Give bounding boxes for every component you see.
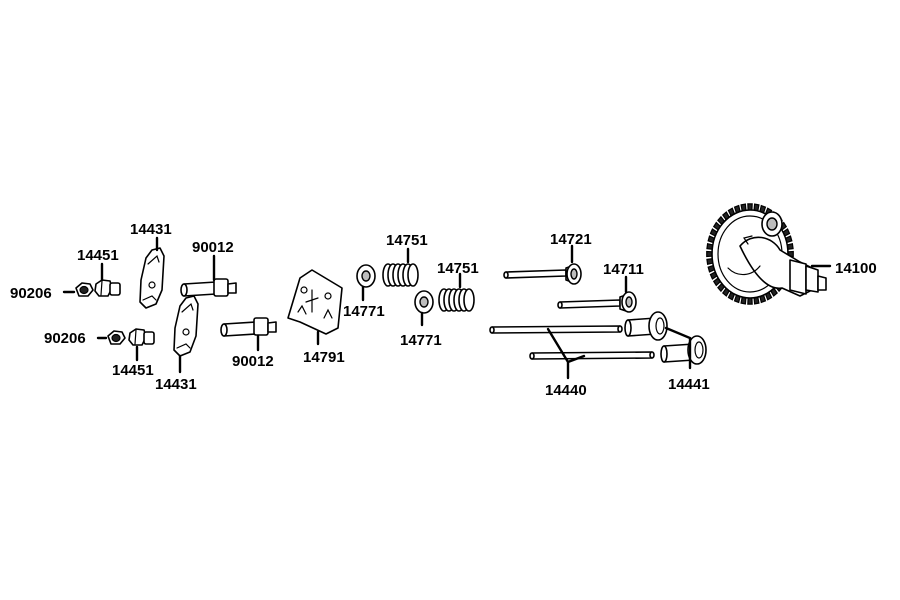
push-rod-14440-lower — [529, 351, 655, 360]
tappet-14441-lower — [660, 335, 707, 365]
label-14771-lower: 14771 — [400, 332, 442, 349]
push-rod-14440-upper — [489, 325, 623, 334]
valve-14721 — [503, 263, 582, 285]
label-90012-lower: 90012 — [232, 353, 274, 370]
label-90206-upper: 90206 — [10, 285, 52, 302]
leader-14440 — [546, 327, 586, 380]
label-90206-lower: 90206 — [44, 330, 86, 347]
nut-90206-upper — [75, 282, 94, 297]
label-14751-upper: 14751 — [386, 232, 428, 249]
label-14751-lower: 14751 — [437, 260, 479, 277]
label-14431-upper: 14431 — [130, 221, 172, 238]
label-14711: 14711 — [603, 261, 644, 278]
valve-14711 — [557, 291, 637, 313]
valve-spring-14751-upper — [382, 263, 419, 287]
label-14441: 14441 — [668, 376, 710, 393]
label-14451-upper: 14451 — [77, 247, 119, 264]
label-14440: 14440 — [545, 382, 587, 399]
tappet-14441-upper — [624, 311, 668, 341]
label-14771-upper: 14771 — [343, 303, 385, 320]
washer-14771-upper — [356, 264, 376, 288]
stud-90012-upper — [180, 278, 237, 297]
label-14100: 14100 — [835, 260, 877, 277]
valve-spring-14751-lower — [438, 288, 475, 312]
camshaft-14100 — [706, 203, 827, 305]
stud-90012-lower — [220, 317, 277, 337]
label-14451-lower: 14451 — [112, 362, 154, 379]
nut-90206-lower — [107, 330, 126, 345]
pivot-bolt-14451-upper — [94, 279, 121, 297]
leader-14441 — [664, 326, 692, 370]
rocker-arm-14431-upper — [139, 247, 165, 309]
rocker-arm-14431-lower — [173, 295, 199, 357]
label-14431-lower: 14431 — [155, 376, 197, 393]
label-90012-upper: 90012 — [192, 239, 234, 256]
gear-tooth — [747, 203, 753, 211]
label-14791: 14791 — [303, 349, 345, 366]
label-14721: 14721 — [550, 231, 592, 248]
gear-tooth — [747, 297, 753, 305]
washer-14771-lower — [414, 290, 434, 314]
pivot-bolt-14451-lower — [128, 328, 155, 346]
guide-plate-14791 — [287, 269, 343, 335]
